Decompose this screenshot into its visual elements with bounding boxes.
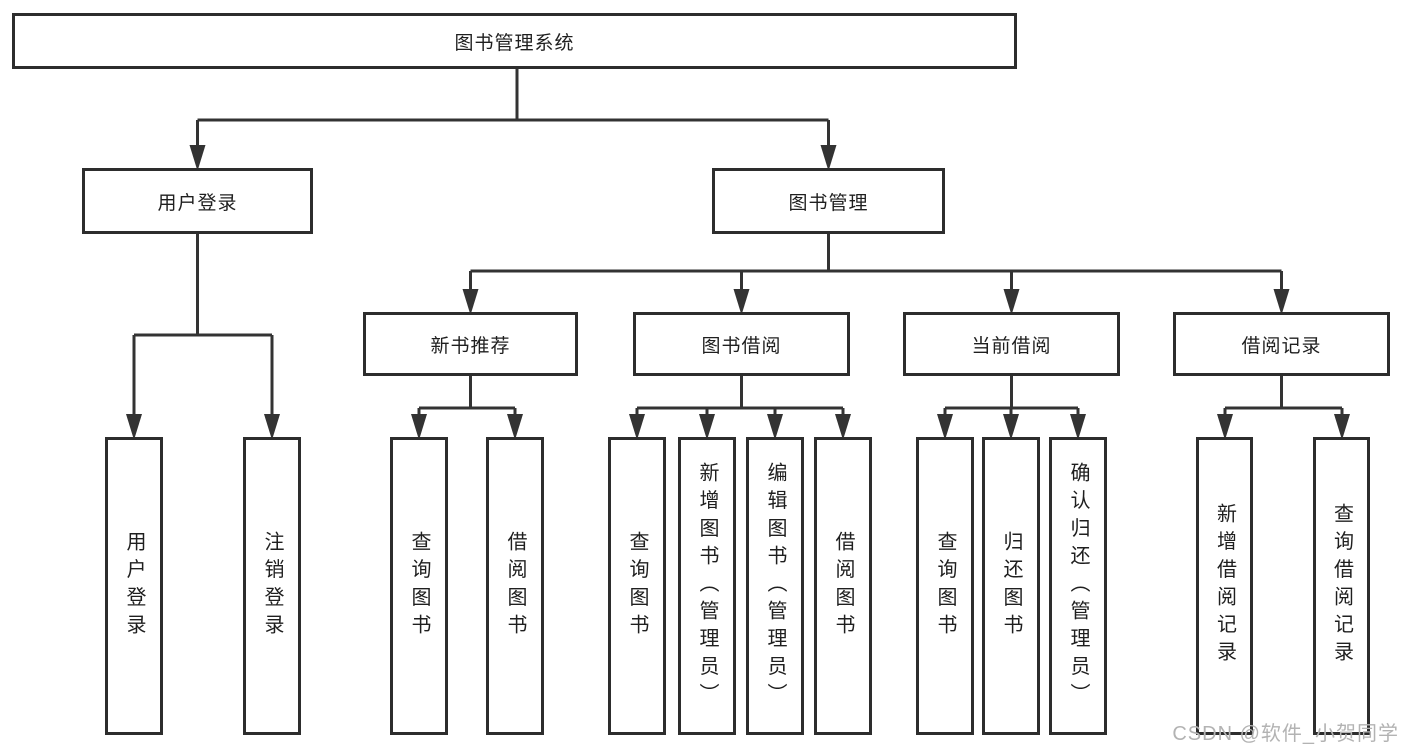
node-label: 借阅图书 — [504, 530, 526, 642]
node-label: 图书管理系统 — [454, 32, 575, 54]
leaf-confirm-return-admin: 确认归还（管理员） — [1049, 437, 1107, 735]
node-label: 注销登录 — [261, 530, 283, 642]
node-label: 查询图书 — [408, 530, 430, 642]
node-label: 归还图书 — [1000, 530, 1022, 642]
node-label: 图书借阅 — [701, 335, 782, 357]
node-label: 当前借阅 — [971, 335, 1052, 357]
leaf-edit-books-admin: 编辑图书（管理员） — [746, 437, 804, 735]
leaf-add-books-admin: 新增图书（管理员） — [678, 437, 736, 735]
node-label: 新书推荐 — [430, 335, 511, 357]
node-borrow-records: 借阅记录 — [1173, 312, 1390, 376]
leaf-query-books-borrow: 查询图书 — [608, 437, 666, 735]
node-label: 确认归还（管理员） — [1067, 461, 1089, 711]
node-label: 用户登录 — [123, 530, 145, 642]
node-new-book-recommend: 新书推荐 — [363, 312, 578, 376]
node-label: 借阅图书 — [832, 530, 854, 642]
node-label: 查询图书 — [934, 530, 956, 642]
node-label: 查询图书 — [626, 530, 648, 642]
csdn-watermark: CSDN @软件_小贺同学 — [1172, 723, 1399, 745]
leaf-return-books: 归还图书 — [982, 437, 1040, 735]
leaf-borrow-books-recommend: 借阅图书 — [486, 437, 544, 735]
node-label: 新增借阅记录 — [1213, 503, 1236, 669]
leaf-query-books-recommend: 查询图书 — [390, 437, 448, 735]
leaf-logout: 注销登录 — [243, 437, 301, 735]
leaf-query-books-current: 查询图书 — [916, 437, 974, 735]
leaf-borrow-books: 借阅图书 — [814, 437, 872, 735]
node-book-management: 图书管理 — [712, 168, 945, 234]
node-label: 借阅记录 — [1241, 335, 1322, 357]
node-label: 用户登录 — [157, 192, 238, 214]
node-label: 新增图书（管理员） — [696, 461, 718, 711]
node-label: 图书管理 — [788, 192, 869, 214]
leaf-user-login: 用户登录 — [105, 437, 163, 735]
arrowheads — [126, 145, 1350, 440]
node-label: 查询借阅记录 — [1330, 503, 1353, 669]
leaf-query-borrow-record: 查询借阅记录 — [1313, 437, 1370, 735]
leaf-add-borrow-record: 新增借阅记录 — [1196, 437, 1253, 735]
node-user-login: 用户登录 — [82, 168, 313, 234]
node-label: 编辑图书（管理员） — [764, 461, 786, 711]
node-book-borrow: 图书借阅 — [633, 312, 850, 376]
node-current-borrow: 当前借阅 — [903, 312, 1120, 376]
node-root-library-system: 图书管理系统 — [12, 13, 1017, 69]
